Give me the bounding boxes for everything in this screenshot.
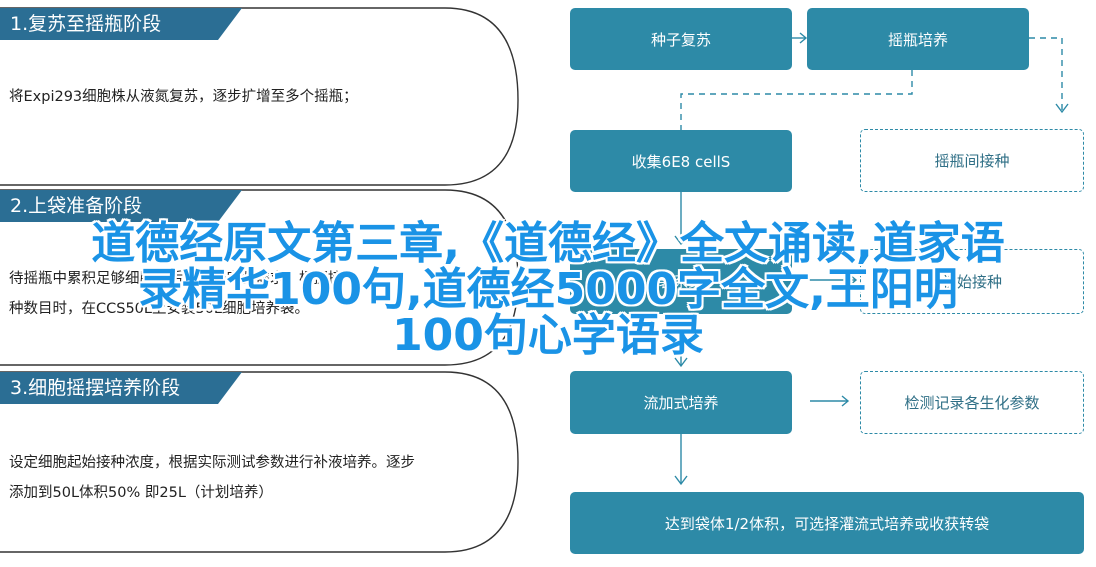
flow-box-system: 袋系统 xyxy=(570,249,792,314)
stage-tab-3 xyxy=(0,372,242,404)
stage-desc-3-line-2: 添加到50L体积50% 即25L（计划培养） xyxy=(9,485,273,501)
stage-title-3: 3.细胞摇摆培养阶段 xyxy=(10,377,181,399)
stage-title-2: 2.上袋准备阶段 xyxy=(10,195,143,217)
arrow-shake-to-flask-inoc xyxy=(1029,37,1063,112)
stage-panel-1 xyxy=(0,7,519,186)
flow-box-shake-flask: 摇瓶培养 xyxy=(807,8,1029,70)
flow-box-flask-inoc: 摇瓶间接种 xyxy=(860,129,1084,192)
stage-panel-3 xyxy=(0,371,519,553)
flow-box-collect: 收集6E8 cellS xyxy=(570,130,792,192)
arrow-shake-to-collect xyxy=(680,70,913,130)
stage-desc-3-line-1: 设定细胞起始接种浓度，根据实际测试参数进行补液培养。逐步 xyxy=(9,455,415,471)
watermark-line-2: 录精华100句,道德经5000字全文,王阳明 xyxy=(138,264,958,315)
flow-box-initial-inoc: 初始接种 xyxy=(860,249,1084,314)
stage-desc-1-line-1: 将Expi293细胞株从液氮复苏，逐步扩增至多个摇瓶； xyxy=(9,89,358,105)
watermark-line-3: 100句心学语录 xyxy=(392,310,704,361)
flow-box-final: 达到袋体1/2体积，可选择灌流式培养或收获转袋 xyxy=(570,492,1084,554)
watermark-line-1: 道德经原文第三章,《道德经》全文诵读,道家语 xyxy=(91,218,1005,269)
stage-tab-2 xyxy=(0,190,242,222)
stage-title-1: 1.复苏至摇瓶阶段 xyxy=(10,13,162,35)
stage-panel-2 xyxy=(0,189,519,366)
flow-connectors xyxy=(674,32,1069,486)
flow-box-record: 检测记录各生化参数 xyxy=(860,371,1084,434)
flow-box-revive: 种子复苏 xyxy=(570,8,792,70)
stage-tab-1 xyxy=(0,8,242,40)
flow-box-fed-batch: 流加式培养 xyxy=(570,371,792,434)
stage-desc-2-line-2: 种数目时，在CCS50L上安装50L细胞培养袋。 xyxy=(9,301,310,317)
stage-desc-2-line-1: 待摇瓶中累积足够细胞量后，根据实验需求，根据接 xyxy=(9,271,343,287)
